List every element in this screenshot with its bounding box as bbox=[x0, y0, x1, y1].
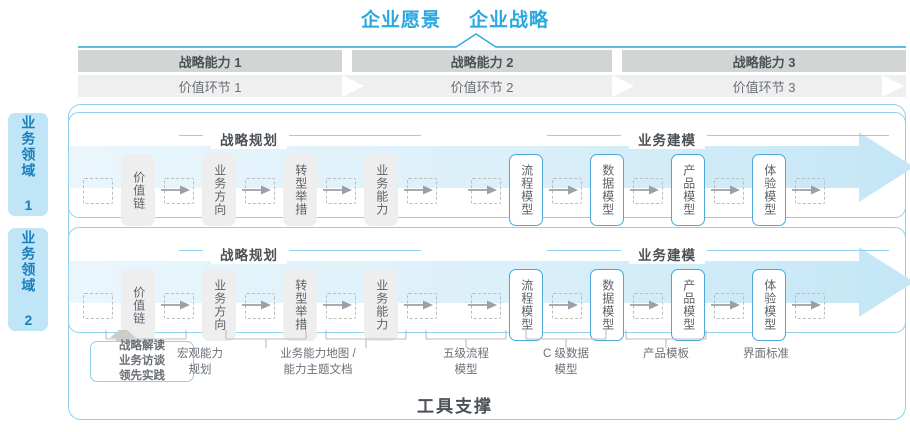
domain-row-2: 价值链业务方向转型举措业务能力流程模型数据模型产品模型体验模型战略规划业务建模 bbox=[68, 227, 910, 341]
footnote-boxed[interactable]: 战略解读 业务访谈 领先实践 bbox=[90, 340, 194, 382]
footnote-1: 宏观能力 规划 bbox=[177, 348, 223, 376]
capability-segment-2-label: 战略能力 2 bbox=[450, 54, 514, 70]
value-segment-3[interactable]: 价值环节 3 bbox=[622, 75, 906, 97]
tool-support-label: 工具支撑 bbox=[417, 397, 493, 416]
value-segment-1[interactable]: 价值环节 1 bbox=[78, 75, 342, 97]
capability-segment-3[interactable]: 战略能力 3 bbox=[622, 50, 906, 72]
sidebar-domain-2[interactable]: 业务领域 2 bbox=[8, 228, 48, 331]
value-segment-2-label: 价值环节 2 bbox=[450, 79, 514, 95]
value-segment-3-label: 价值环节 3 bbox=[732, 79, 796, 95]
strategy-title: 企业战略 bbox=[469, 9, 550, 31]
value-chain-chevrons bbox=[78, 75, 906, 97]
value-chain-bar: 价值环节 1 价值环节 2 价值环节 3 bbox=[78, 75, 906, 97]
value-segment-1-label: 价值环节 1 bbox=[178, 79, 242, 95]
capability-segment-1-label: 战略能力 1 bbox=[178, 54, 242, 70]
footnote-2: 业务能力地图 / 能力主题文档 bbox=[280, 348, 356, 376]
footnote-4: C 级数据 模型 bbox=[543, 348, 589, 376]
sidebar-domain-1[interactable]: 业务领域 1 bbox=[8, 113, 48, 216]
top-titles: 企业愿景 企业战略 bbox=[0, 4, 910, 32]
capability-segment-1[interactable]: 战略能力 1 bbox=[78, 50, 342, 72]
vision-strategy-connector bbox=[78, 33, 906, 48]
footnote-5: 产品模板 bbox=[643, 348, 689, 360]
domain-row-1: 价值链业务方向转型举措业务能力流程模型数据模型产品模型体验模型战略规划业务建模 bbox=[68, 112, 910, 226]
sidebar-domain-2-label: 业务领域 2 bbox=[20, 229, 37, 330]
vision-title: 企业愿景 bbox=[360, 9, 441, 31]
strategic-capability-bar: 战略能力 1 战略能力 2 战略能力 3 bbox=[78, 50, 906, 72]
domain-row-2-box bbox=[68, 227, 906, 333]
footnote-3: 五级流程 模型 bbox=[443, 348, 489, 376]
capability-segment-2[interactable]: 战略能力 2 bbox=[352, 50, 612, 72]
sidebar-domain-1-label: 业务领域 1 bbox=[20, 114, 37, 215]
capability-segment-3-label: 战略能力 3 bbox=[732, 54, 796, 70]
footnote-6: 界面标准 bbox=[743, 348, 789, 360]
domain-row-1-box bbox=[68, 112, 906, 218]
value-segment-2[interactable]: 价值环节 2 bbox=[352, 75, 612, 97]
